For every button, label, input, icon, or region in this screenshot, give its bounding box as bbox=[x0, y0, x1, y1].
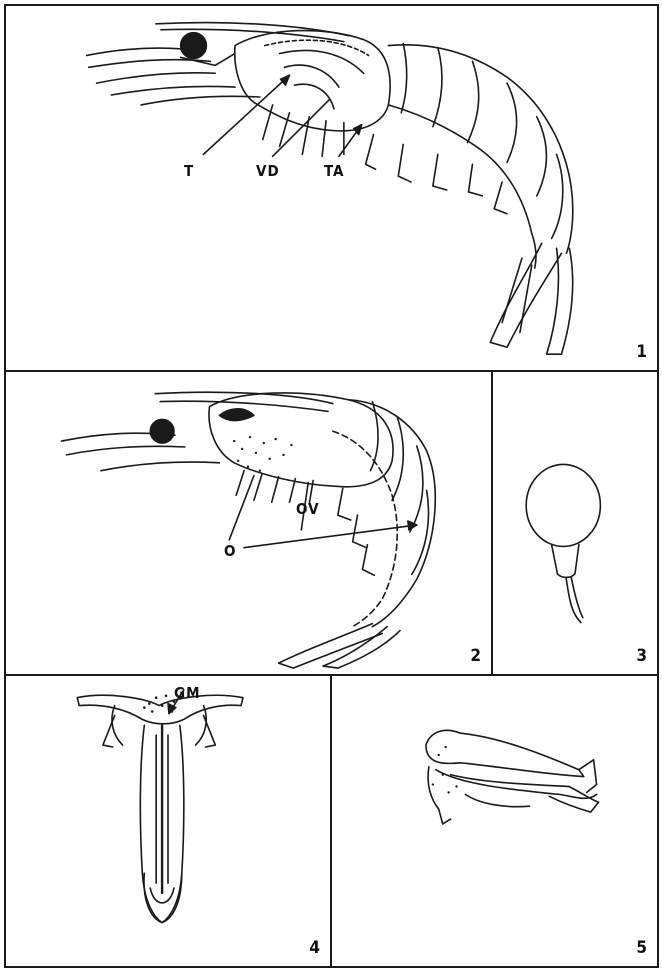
figure-panel-3: 3 bbox=[491, 370, 659, 676]
shrimp-male-drawing bbox=[6, 6, 657, 370]
petasma-drawing bbox=[6, 676, 330, 966]
egg-drawing bbox=[493, 372, 657, 674]
label-gm: GM bbox=[174, 684, 201, 702]
label-ta: TA bbox=[324, 162, 345, 180]
panel-number-4: 4 bbox=[309, 938, 320, 958]
label-t: T bbox=[184, 162, 194, 180]
panel-number-5: 5 bbox=[636, 938, 647, 958]
figure-panel-1: T VD TA 1 bbox=[4, 4, 659, 372]
figure-panel-5: 5 bbox=[330, 674, 659, 968]
appendix-drawing bbox=[332, 676, 657, 966]
label-vd: VD bbox=[256, 162, 280, 180]
label-o: O bbox=[224, 542, 236, 560]
figure-panel-4: GM 4 bbox=[4, 674, 332, 968]
pointer-line-o-2 bbox=[244, 525, 417, 548]
pointer-line-vd bbox=[273, 100, 329, 156]
panel-number-1: 1 bbox=[636, 342, 647, 362]
panel-number-3: 3 bbox=[636, 646, 647, 666]
pointer-line-o-1 bbox=[229, 476, 254, 540]
shrimp-female-drawing bbox=[6, 372, 491, 674]
label-ov: OV bbox=[296, 500, 320, 518]
figure-panel-2: OV O 2 bbox=[4, 370, 493, 676]
panel-number-2: 2 bbox=[470, 646, 481, 666]
